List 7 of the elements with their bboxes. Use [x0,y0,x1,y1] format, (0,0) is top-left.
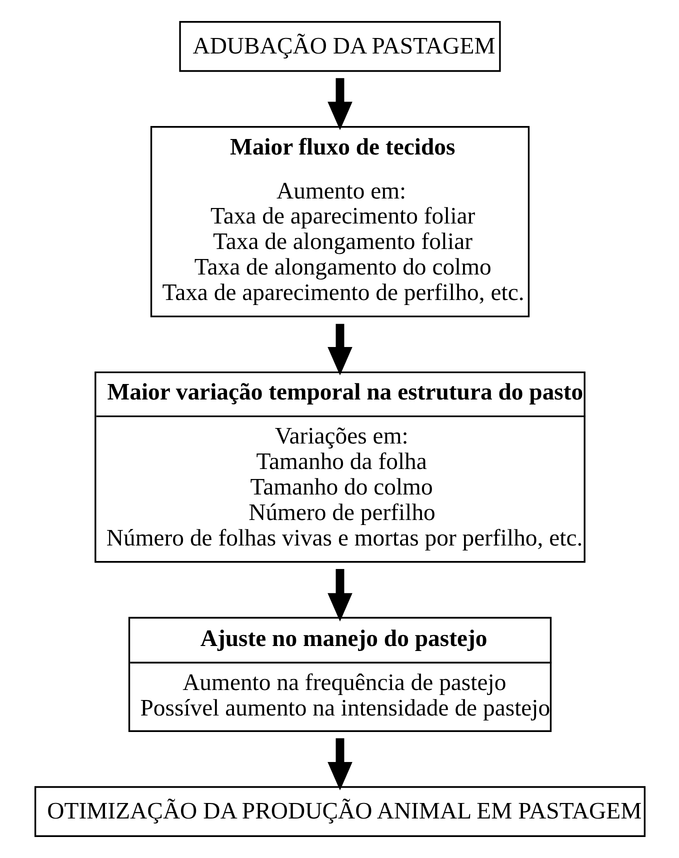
node-box: OTIMIZAÇÃO DA PRODUÇÃO ANIMAL EM PASTAGEM [34,786,646,837]
arrow [327,78,352,130]
arrow [327,568,352,622]
node-box: ADUBAÇÃO DA PASTAGEM [178,21,500,72]
arrow [327,324,352,376]
node-box: Maior fluxo de tecidos Aumento em: Taxa de aparecimento foliar Taxa de alongamento foliar Taxa de alongamento do colmo Taxa de aparecimento de perfilho, etc. [150,126,530,318]
arrow [327,738,352,790]
